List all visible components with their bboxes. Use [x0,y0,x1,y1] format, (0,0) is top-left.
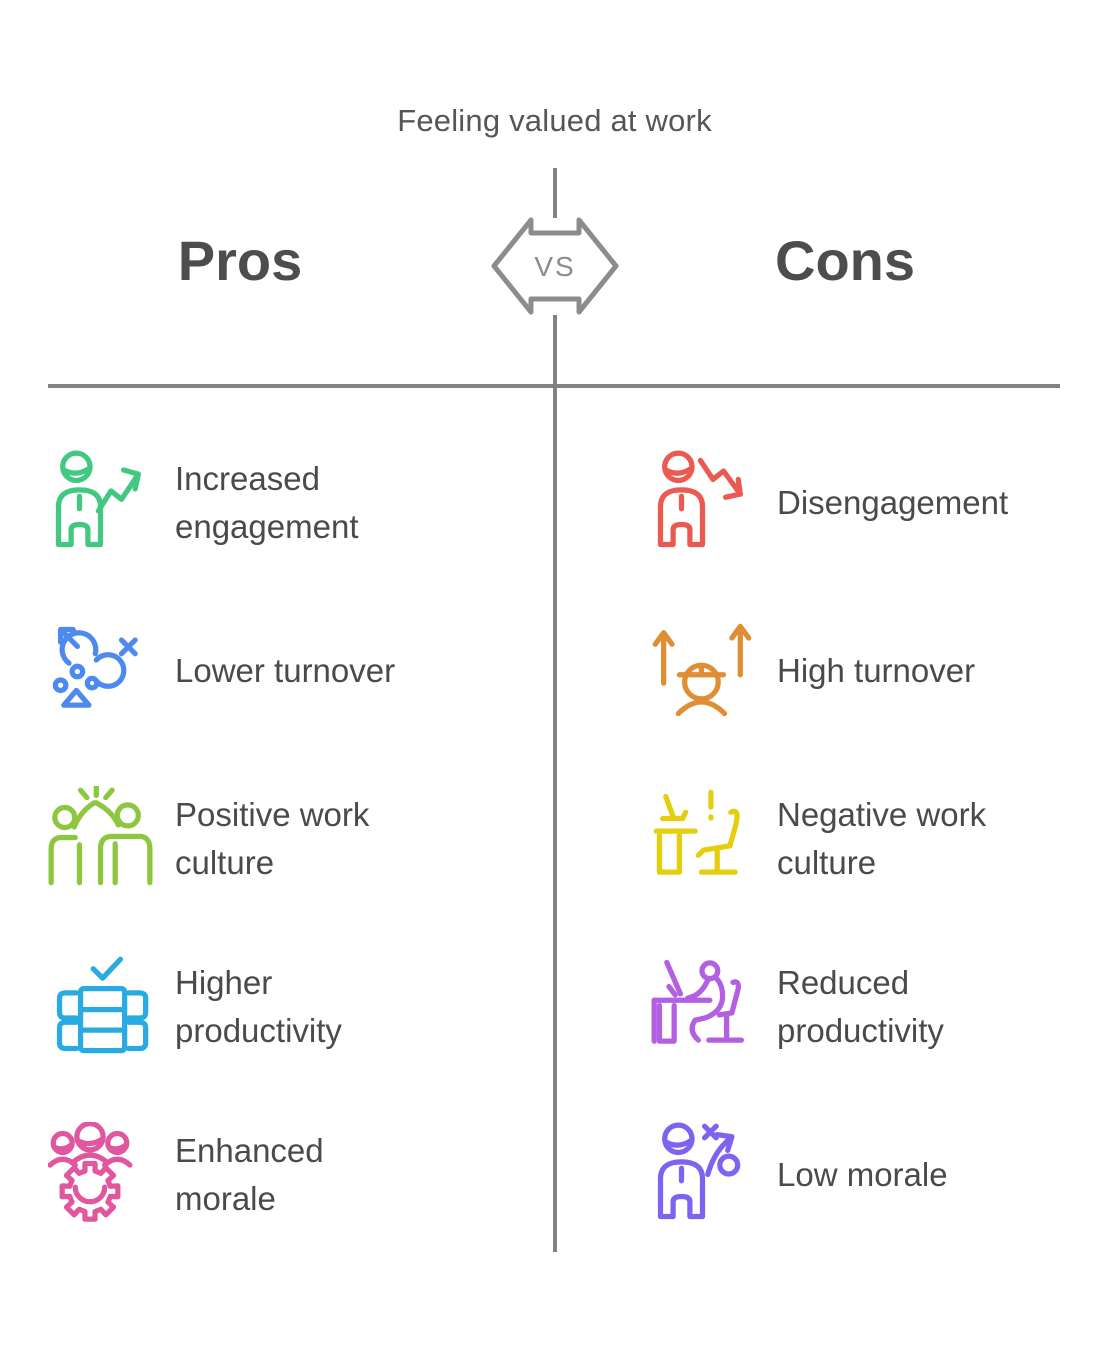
pro-item-row: Higher productivity [48,954,518,1059]
pro-item-row: Positive work culture [48,786,518,891]
pro-item-label: Higher productivity [175,963,342,1049]
con-item-row: Low morale [650,1122,1109,1227]
con-item-row: Disengagement [650,450,1109,555]
page-title: Feeling valued at work [397,103,712,138]
con-item-row: High turnover [650,618,1109,723]
strategy-symbols-icon [52,626,138,708]
cons-heading: Cons [775,229,915,292]
team-high-five-icon [48,786,153,886]
con-item-label: Disengagement [777,483,1009,521]
pro-item-label: Increased engagement [175,459,359,545]
con-item-label: High turnover [777,651,976,689]
worker-up-arrows-icon [652,623,752,717]
empty-desk-chair-icon [653,789,740,875]
pro-item-row: Lower turnover [48,618,518,723]
con-item-row: Negative work culture [650,786,1109,891]
vs-label: VS [534,251,576,282]
pro-item-row: Increased engagement [48,450,518,555]
pro-item-label: Positive work culture [175,795,370,881]
person-growth-arrow-icon [55,450,141,548]
con-item-label: Reduced productivity [777,963,944,1049]
pro-item-label: Lower turnover [175,651,396,689]
con-item-label: Low morale [777,1155,948,1193]
slouched-worker-desk-icon [651,959,744,1044]
team-gear-smile-icon [48,1122,133,1222]
person-failed-tactic-icon [657,1122,741,1220]
vertical-divider [553,315,557,1252]
con-item-label: Negative work culture [777,795,987,881]
top-connector-line [553,168,557,218]
pro-item-label: Enhanced morale [175,1131,324,1217]
person-decline-arrow-icon [657,450,743,548]
vs-badge-icon [491,217,619,315]
stacked-boxes-check-icon [56,956,149,1054]
con-item-row: Reduced productivity [650,954,1109,1059]
pro-item-row: Enhanced morale [48,1122,518,1227]
pros-heading: Pros [177,229,303,292]
